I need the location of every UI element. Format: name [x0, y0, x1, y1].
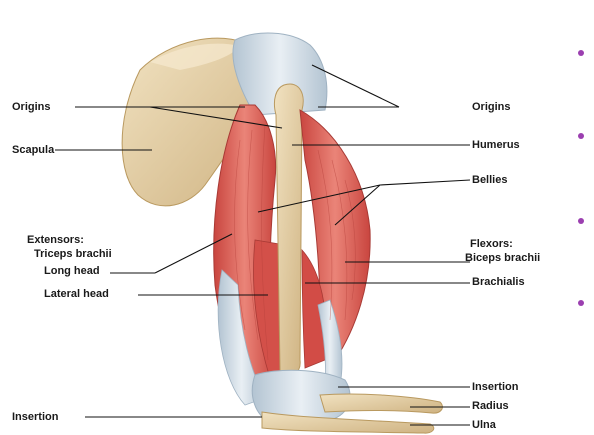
label-long-head: Long head — [44, 265, 100, 277]
ulna-bone — [262, 412, 434, 433]
label-origins-right: Origins — [472, 101, 511, 113]
label-flexors: Flexors: — [470, 238, 513, 250]
label-humerus: Humerus — [472, 139, 520, 151]
label-extensors: Extensors: — [27, 234, 84, 246]
label-insertion-left: Insertion — [12, 411, 58, 423]
label-scapula: Scapula — [12, 144, 54, 156]
label-bellies: Bellies — [472, 174, 507, 186]
label-triceps-brachii: Triceps brachii — [34, 248, 112, 260]
bullet-icon — [578, 300, 584, 306]
bullet-icon — [578, 218, 584, 224]
label-lateral-head: Lateral head — [44, 288, 109, 300]
label-insertion-right: Insertion — [472, 381, 518, 393]
bullet-icon — [578, 50, 584, 56]
label-ulna: Ulna — [472, 419, 496, 431]
label-origins-left: Origins — [12, 101, 51, 113]
label-brachialis: Brachialis — [472, 276, 525, 288]
label-biceps-brachii: Biceps brachii — [465, 252, 540, 264]
radius-bone — [320, 394, 442, 413]
label-radius: Radius — [472, 400, 509, 412]
bullet-icon — [578, 133, 584, 139]
